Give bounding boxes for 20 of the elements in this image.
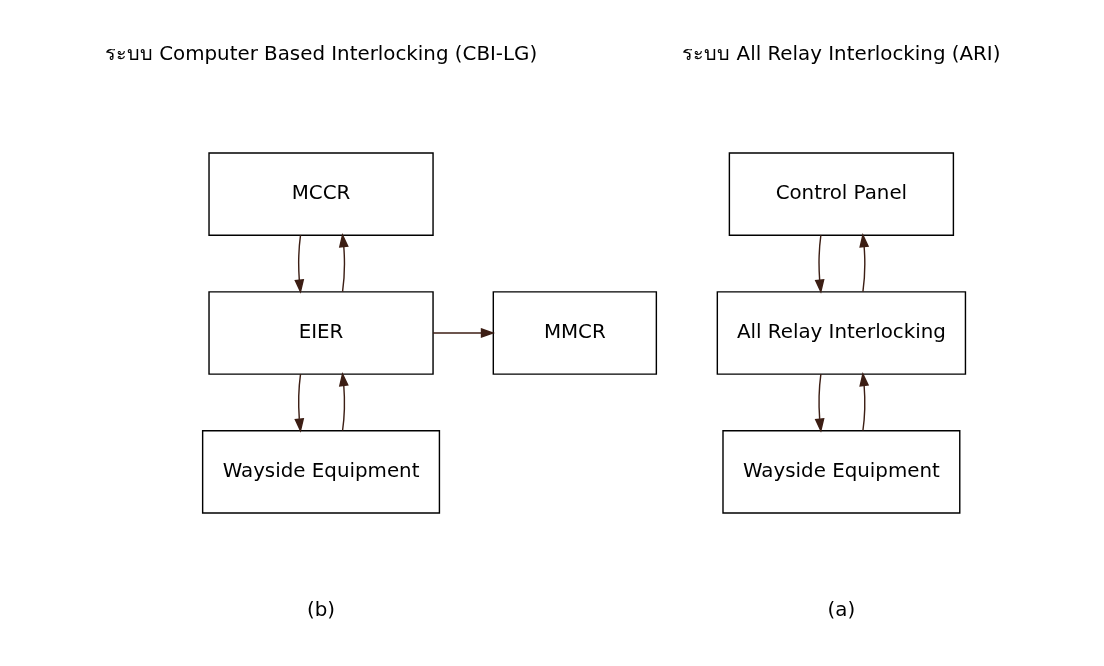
arrow [858,233,869,293]
node-box: MMCR [492,291,657,375]
arrow [293,234,304,294]
label: (b) [306,598,335,622]
node-box: Wayside Equipment [201,430,440,514]
arrow [293,373,304,433]
node-box: MCCR [207,152,434,236]
arrow [814,373,825,433]
node-box: EIER [207,291,434,375]
label: ระบบ All Relay Interlocking (ARI) [681,42,1000,66]
arrow [431,328,495,338]
arrow [338,233,349,293]
label: ระบบ Computer Based Interlocking (CBI-LG) [104,42,537,66]
arrow [338,372,349,432]
label: (a) [827,598,855,622]
node-box: All Relay Interlocking [716,291,966,375]
node-box: Control Panel [728,152,954,236]
arrow [814,234,825,294]
node-box: Wayside Equipment [721,430,960,514]
arrow [858,372,869,432]
